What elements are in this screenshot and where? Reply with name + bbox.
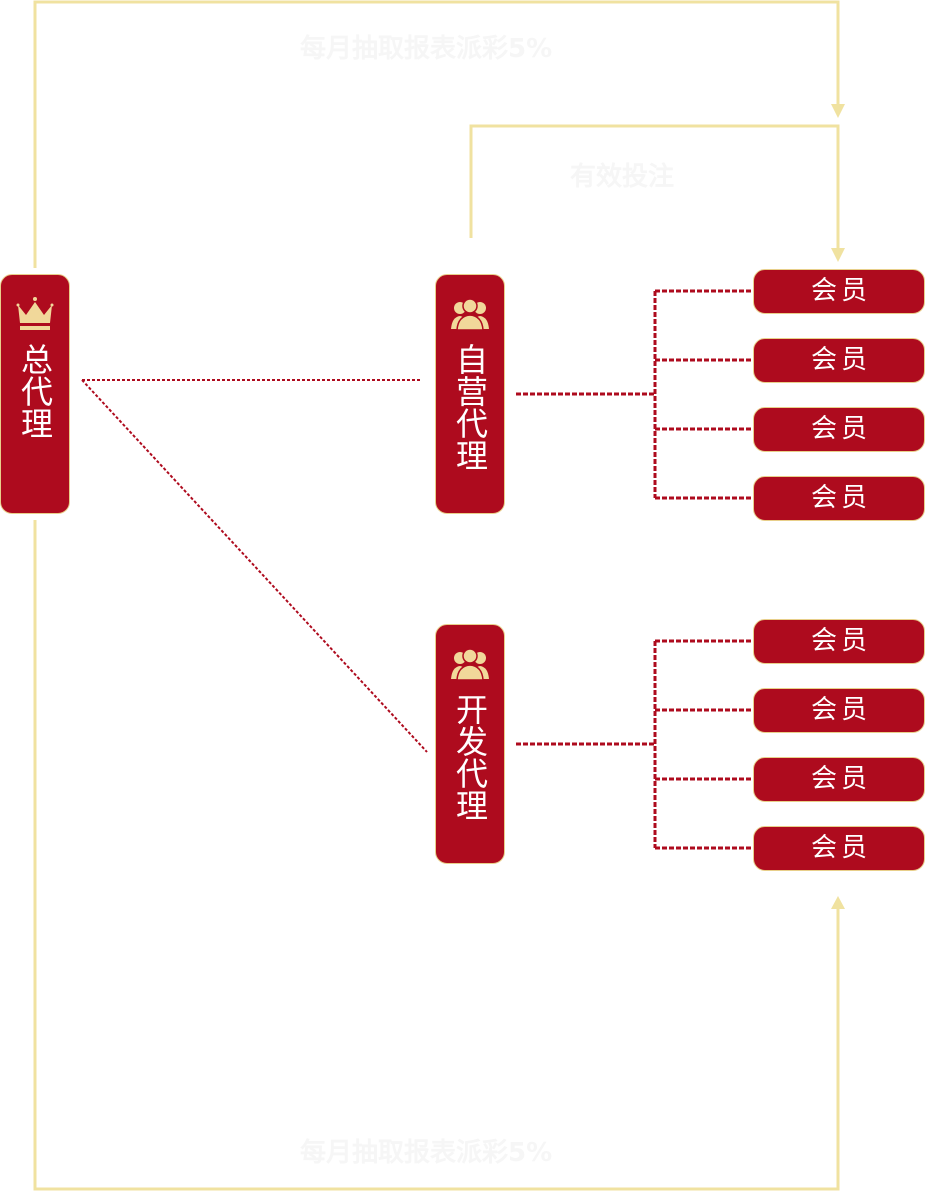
member-label: 会员 xyxy=(810,626,871,656)
general-to-dev-line xyxy=(81,379,428,753)
member-node: 会员 xyxy=(753,476,925,521)
users-icon xyxy=(451,298,489,331)
member-node: 会员 xyxy=(753,688,925,733)
member-label: 会员 xyxy=(810,276,871,306)
member-label: 会员 xyxy=(810,483,871,513)
effective-bet-line xyxy=(469,124,840,252)
member-node: 会员 xyxy=(753,269,925,314)
member-label: 会员 xyxy=(810,764,871,794)
users-icon xyxy=(451,648,489,681)
top-flow-label: 每月抽取报表派彩5% xyxy=(300,34,553,64)
crown-icon xyxy=(16,297,54,330)
general-agent-label: 总代理 xyxy=(16,343,54,439)
self-agent-node: 自营代理 xyxy=(435,274,505,514)
bottom-flow-arrow-icon xyxy=(831,896,845,909)
dev-agent-label: 开发代理 xyxy=(451,693,489,821)
top-flow-line xyxy=(33,0,840,268)
bottom-flow-label: 每月抽取报表派彩5% xyxy=(300,1138,553,1168)
bottom-flow-line xyxy=(33,520,840,1191)
member-node: 会员 xyxy=(753,757,925,802)
member-label: 会员 xyxy=(810,833,871,863)
effective-bet-label: 有效投注 xyxy=(570,162,675,192)
dev-agent-node: 开发代理 xyxy=(435,624,505,864)
member-node: 会员 xyxy=(753,619,925,664)
top-flow-arrow-icon xyxy=(831,104,845,118)
member-label: 会员 xyxy=(810,695,871,725)
member-node: 会员 xyxy=(753,407,925,452)
self-agent-label: 自营代理 xyxy=(451,343,489,471)
member-node: 会员 xyxy=(753,826,925,871)
member-label: 会员 xyxy=(810,414,871,444)
general-agent-node: 总代理 xyxy=(0,274,70,514)
member-node: 会员 xyxy=(753,338,925,383)
member-label: 会员 xyxy=(810,345,871,375)
effective-bet-arrow-icon xyxy=(831,248,845,262)
